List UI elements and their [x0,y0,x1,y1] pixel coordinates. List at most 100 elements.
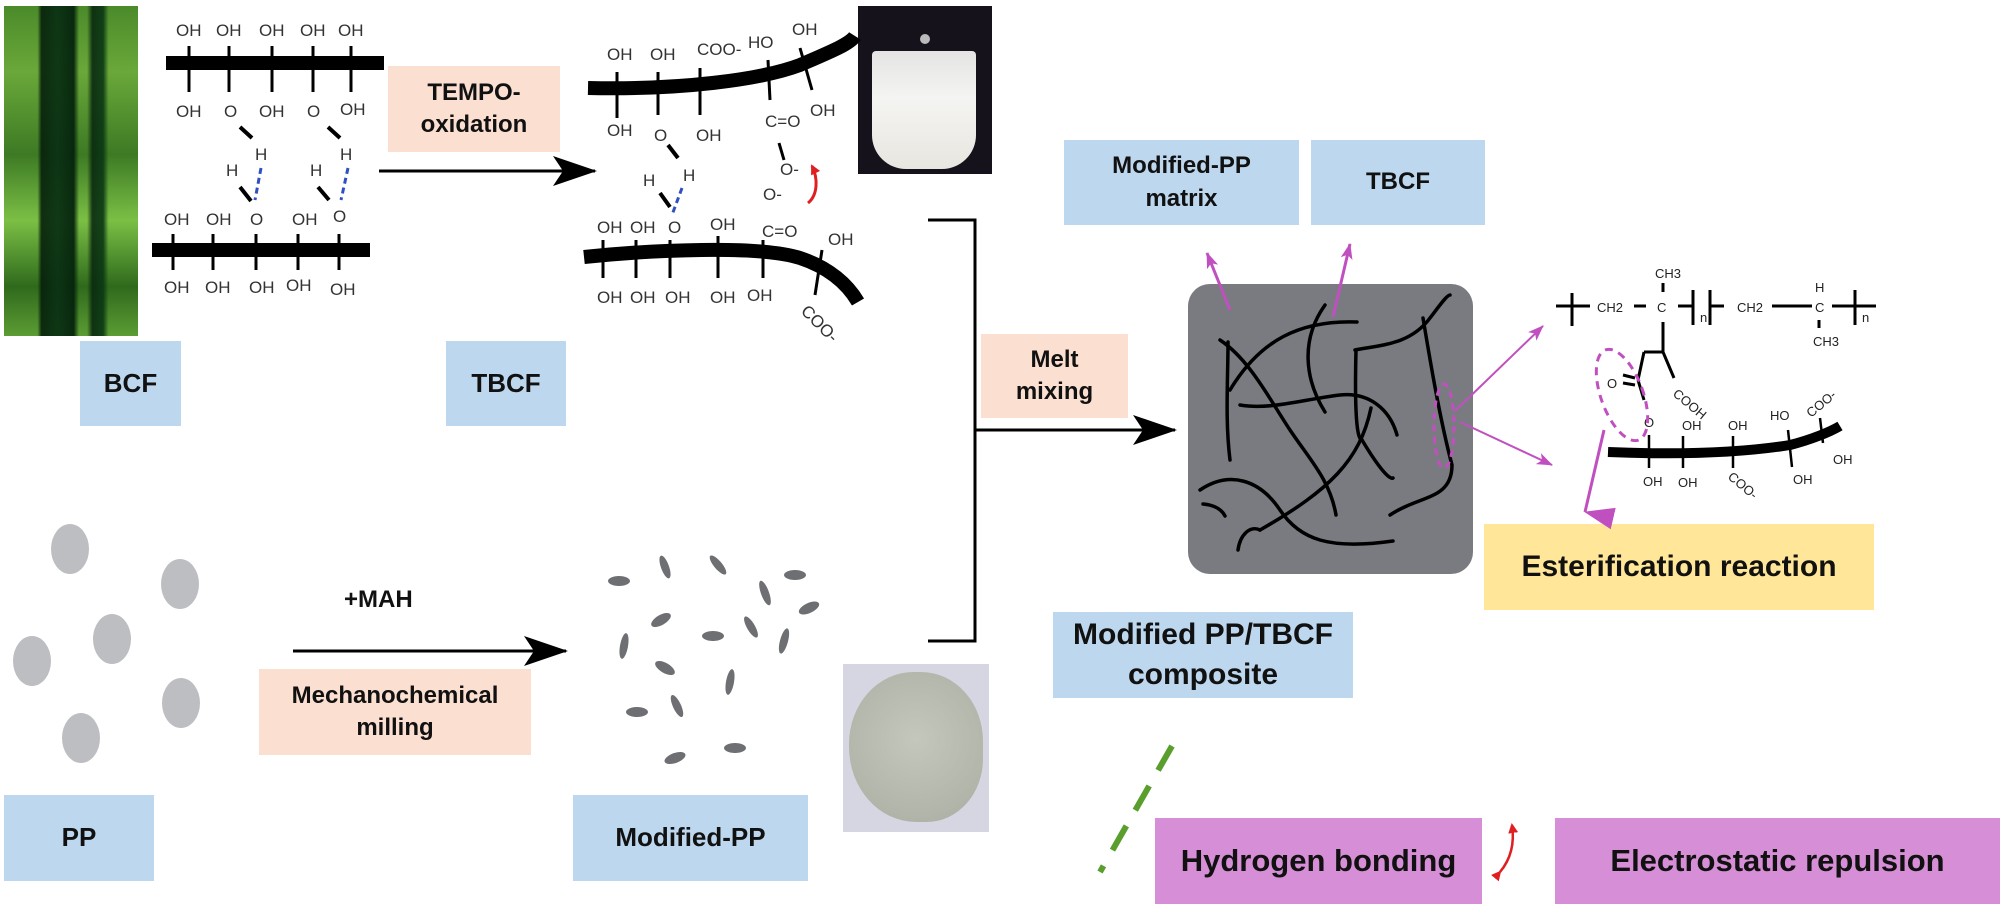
o-minus-label: O- [780,160,799,179]
coo-label: COO- [797,301,842,346]
o-label: O [250,210,263,229]
n-subscript: n [1862,310,1869,325]
pp-particle [51,524,89,574]
pp-particle [62,713,100,763]
oh-label: OH [810,101,836,120]
matrix-pointer-arrow [1205,252,1232,311]
h-label: H [683,166,695,185]
c-label: C [1815,300,1824,315]
oh-label: OH [176,102,202,121]
esterification-label: Esterification reaction [1484,524,1874,610]
pp-particle [162,678,200,728]
pp-graft-mah-structure: CH2 C CH3 n CH2 C H CH3 n COOH O O [1556,266,1876,443]
oh-label: OH [338,21,364,40]
oh-label: OH [710,288,736,307]
hydrogen-bonding-legend [1155,818,1482,904]
component-pointers [1205,243,1616,530]
ch2-label: CH2 [1597,300,1623,315]
oh-label: OH [747,286,773,305]
oh-label: OH [597,288,623,307]
o-label: O [654,126,667,145]
o-minus-label: O- [763,185,782,204]
oh-label: OH [300,21,326,40]
oh-label: OH [164,210,190,229]
pp-chain-pointer-arrow [1454,325,1544,412]
n-subscript: n [1700,310,1707,325]
ch3-label: CH3 [1813,334,1839,349]
carbonyl-label: C=O [762,222,797,241]
cellulose-chain-bottom [152,243,370,257]
pp-particle [161,559,199,609]
h-label: H [255,145,267,164]
composite-block [1188,284,1473,574]
mah-reagent-label: +MAH [344,586,413,613]
oh-label: OH [286,276,312,295]
tbcf-pointer-arrow [1331,243,1353,318]
modified-pp-powder-photo [843,664,989,832]
modified-pp-particles [608,555,820,765]
tbcf-component-label: TBCF [1311,140,1485,225]
modified-pp-label: Modified-PP [573,795,808,881]
h-label: H [643,171,655,190]
pp-label: PP [4,795,154,881]
modified-pp-matrix-label: Modified-PP matrix [1064,140,1299,225]
oh-label: OH [630,218,656,237]
repulsion-legend-icon [1491,823,1519,882]
oh-label: OH [205,278,231,297]
pp-particle [93,614,131,664]
tbcf-structure: OH OH COO- HO OH OH O OH C=O OH H H O- O… [583,20,865,346]
o-label: O [668,218,681,237]
o-label: O [1644,415,1654,430]
hydrogen-bonding-text: Hydrogen bonding [1180,843,1457,879]
tempo-oxidation-step: TEMPO- oxidation [388,66,560,152]
pp-particle [13,636,51,686]
tbcf-label: TBCF [446,341,566,426]
oh-label: OH [292,210,318,229]
tbcf-chain-pointer-arrow [1459,421,1553,466]
oh-label: OH [340,100,366,119]
o-label: O [224,102,237,121]
coo-label: COO- [1725,469,1761,502]
carbonyl-label: C=O [765,112,800,131]
bcf-label: BCF [80,341,181,426]
oh-label: OH [259,21,285,40]
o-label: O [1607,376,1617,391]
pp-particles [13,524,200,763]
bamboo-photo [4,6,138,336]
melt-mixing-step: Melt mixing [981,334,1128,418]
cooh-label: COOH [1670,386,1710,423]
oh-label: OH [249,278,275,297]
h-label: H [1815,280,1824,295]
h-label: H [340,145,352,164]
oh-label: OH [710,215,736,234]
oh-label: OH [792,20,818,39]
esterification-pointer-arrow [1583,429,1616,530]
ho-label: HO [748,33,774,52]
repulsion-arrow [806,164,821,205]
oh-label: OH [1643,474,1663,489]
h-label: H [310,161,322,180]
o-label: O [333,207,346,226]
c-label: C [1657,300,1666,315]
oh-label: OH [597,218,623,237]
combine-bracket [928,218,977,643]
oh-label: OH [206,210,232,229]
oh-label: OH [1793,472,1813,487]
ester-bond-highlight [1594,347,1650,443]
h-label: H [226,161,238,180]
oh-label: OH [630,288,656,307]
oh-label: OH [665,288,691,307]
hydrogen-bond-legend-icon [1097,744,1175,874]
oh-label: OH [216,21,242,40]
cellulose-chain-top [166,56,384,70]
bcf-structure: OH OH OH OH OH OH O OH O OH H H H H OH O… [152,21,384,299]
composite-label: Modified PP/TBCF composite [1053,612,1353,698]
oh-label: OH [1678,475,1698,490]
ch2-label: CH2 [1737,300,1763,315]
tbcf-suspension-photo [858,6,992,174]
oh-label: OH [176,21,202,40]
oh-label: OH [828,230,854,249]
oh-label: OH [1682,418,1702,433]
mechanochemical-milling-step: Mechanochemical milling [259,669,531,755]
